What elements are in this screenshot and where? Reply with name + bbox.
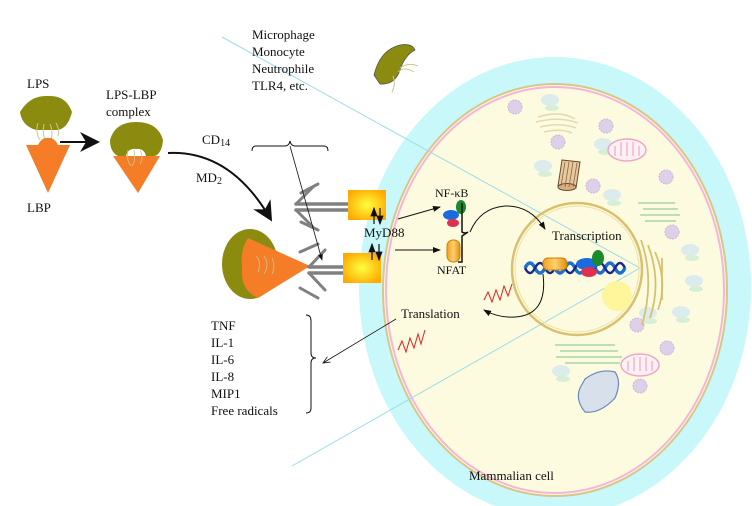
bound-lps-complex xyxy=(222,229,310,299)
nfat-protein xyxy=(446,239,461,263)
cell-type-item: TLR4, etc. xyxy=(252,78,308,93)
golgi-apparatus xyxy=(535,113,579,134)
organelles xyxy=(507,94,703,413)
label-products: TNF IL-1 IL-6 IL-8 MIP1 Free radicals xyxy=(211,317,278,419)
vacuole xyxy=(577,370,620,413)
product-item: IL-6 xyxy=(211,352,235,367)
product-item: MIP1 xyxy=(211,386,241,401)
nfkb-complex xyxy=(443,200,466,227)
product-item: IL-8 xyxy=(211,369,235,384)
label-lbp: LBP xyxy=(27,200,51,215)
tlr4-receptor-bottom xyxy=(298,242,354,300)
nfat-bound xyxy=(542,257,568,271)
label-transcription: Transcription xyxy=(552,228,622,243)
zoom-guide-lines xyxy=(221,36,641,467)
cell-types-brace xyxy=(251,140,329,152)
nucleus xyxy=(510,201,644,337)
dna-helix xyxy=(523,261,627,275)
label-complex-line2: complex xyxy=(106,104,151,119)
nfkb-bound-red xyxy=(581,267,597,277)
label-md2-main: MD xyxy=(196,170,217,185)
myd88-exchange-arrows xyxy=(368,206,384,262)
mrna-nuclear xyxy=(483,283,513,304)
cell-type-item: Monocyte xyxy=(252,44,305,59)
free-lps xyxy=(373,44,419,93)
label-cell-types: Microphage Monocyte Neutrophile TLR4, et… xyxy=(252,26,315,94)
centriole xyxy=(557,159,581,191)
label-cd14-main: CD xyxy=(202,132,221,147)
product-item: Free radicals xyxy=(211,403,278,418)
lbp-molecule xyxy=(26,137,70,193)
label-md2: MD2 xyxy=(196,170,222,189)
label-cd14-sub: 14 xyxy=(220,138,231,149)
product-item: TNF xyxy=(211,318,236,333)
product-item: IL-1 xyxy=(211,335,235,350)
cell-type-item: Microphage xyxy=(252,27,315,42)
label-lps: LPS xyxy=(27,76,50,91)
nfkb-nfat-bracket xyxy=(458,203,469,263)
label-nfkb: NF-κB xyxy=(435,186,469,200)
label-complex: LPS-LBP complex xyxy=(106,86,157,120)
intracellular-domain-bottom xyxy=(343,253,381,283)
label-translation: Translation xyxy=(401,306,460,321)
transcription-arrow xyxy=(469,205,546,233)
label-cd14: CD14 xyxy=(202,132,230,151)
tlr4-receptor-top xyxy=(294,182,354,232)
nucleolus xyxy=(602,281,632,311)
cell-membrane xyxy=(385,86,725,494)
arrow-to-nfkb xyxy=(397,206,441,220)
recognition-arrow xyxy=(167,151,273,222)
label-myd88: MyD88 xyxy=(364,225,405,240)
cell-type-item: Neutrophile xyxy=(252,61,315,76)
secretion-arrow xyxy=(323,318,397,363)
cell-types-arrow xyxy=(289,145,323,261)
label-complex-line1: LPS-LBP xyxy=(106,87,157,102)
label-md2-sub: 2 xyxy=(216,176,222,187)
translation-arrow xyxy=(483,273,545,318)
products-brace xyxy=(305,314,317,414)
endoplasmic-reticulum xyxy=(555,202,680,364)
lps-molecule xyxy=(20,95,72,143)
label-mammalian-cell: Mammalian cell xyxy=(469,468,554,483)
lps-lbp-complex xyxy=(110,122,163,193)
nfkb-bound-green xyxy=(592,250,604,266)
mrna-cytoplasmic xyxy=(397,329,426,354)
label-nfat: NFAT xyxy=(437,263,467,277)
